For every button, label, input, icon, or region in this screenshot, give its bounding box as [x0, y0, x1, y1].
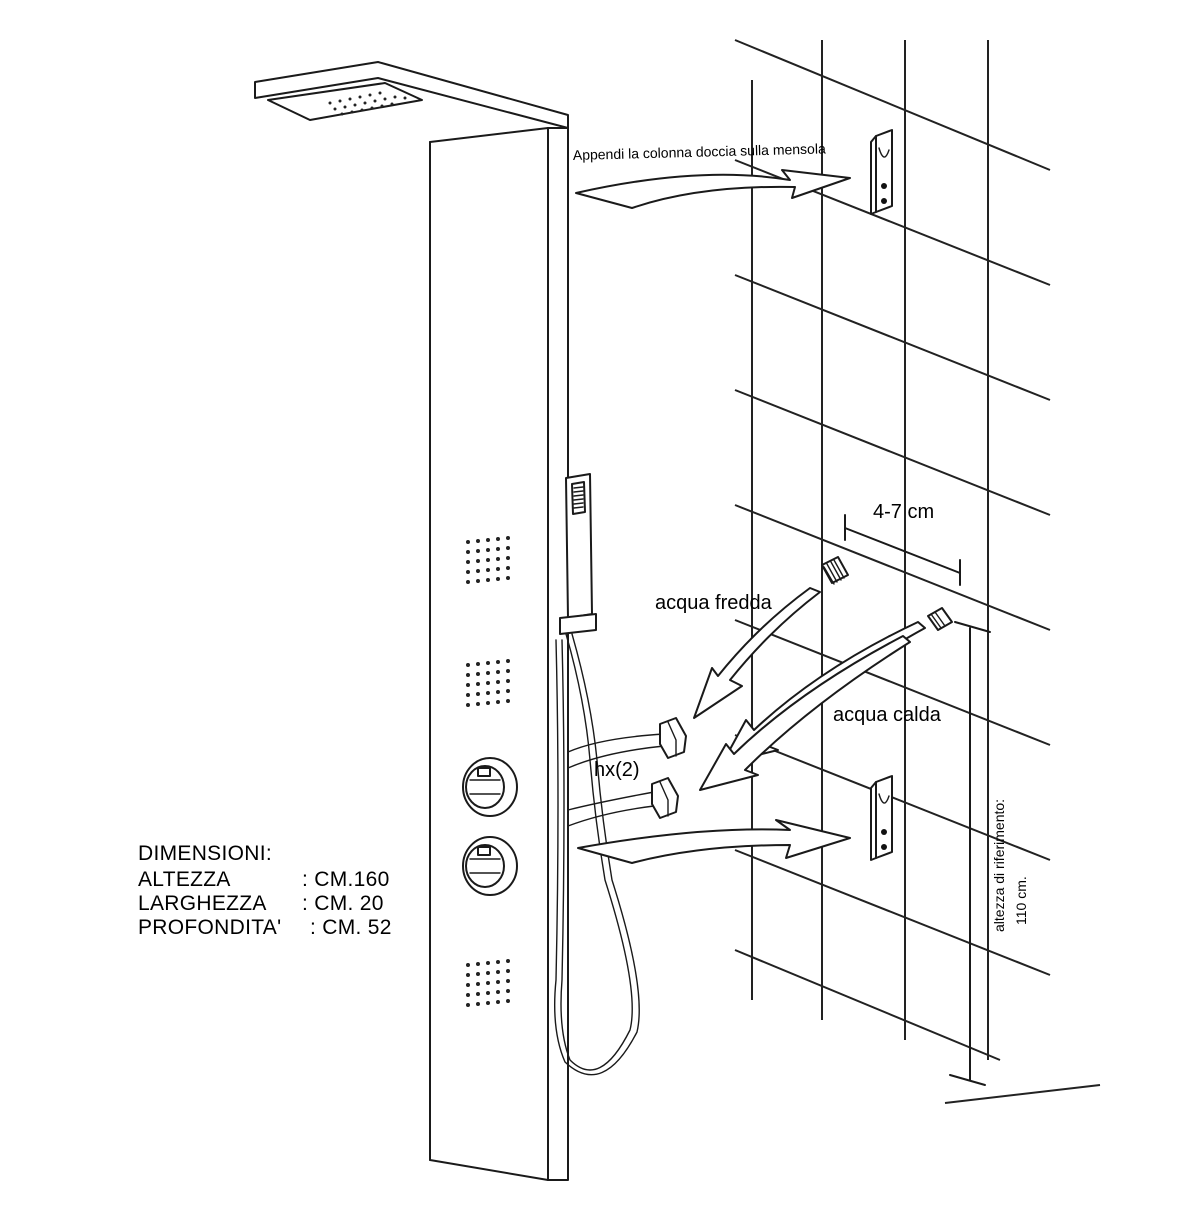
- shower-column: [254, 61, 687, 1181]
- thermostatic-knob: [462, 757, 518, 817]
- cold-water-outlet: [821, 556, 849, 585]
- reference-height-label-line2: 110 cm.: [1013, 876, 1029, 925]
- hand-shower-holder: [559, 613, 597, 635]
- hot-water-label: acqua calda: [833, 704, 942, 726]
- reference-height-label-line1: altezza di riferimento:: [991, 799, 1007, 932]
- body-jet-middle: [466, 659, 510, 707]
- upper-hose-nut: [659, 717, 687, 759]
- dimensions-title: DIMENSIONI:: [138, 842, 272, 865]
- body-jet-upper: [466, 536, 510, 584]
- hoses-label: hx(2): [594, 759, 640, 781]
- dimensions-table: DIMENSIONI: ALTEZZA : CM.160 LARGHEZZA :…: [138, 842, 392, 939]
- cold-water-label: acqua fredda: [655, 592, 773, 614]
- rain-head-nozzles: [328, 91, 407, 116]
- hot-water-outlet: [927, 607, 953, 631]
- hang-bracket-arrow-lower: [577, 819, 851, 864]
- wall-tile-grid: [734, 39, 1101, 1104]
- dimension-row-label: PROFONDITA': [138, 916, 281, 939]
- body-jet-lower: [466, 959, 510, 1007]
- spacing-dimension-line: [844, 514, 961, 586]
- dimension-row-label: LARGHEZZA: [138, 892, 267, 915]
- lower-wall-bracket: [870, 775, 893, 861]
- dimension-row-value: : CM. 52: [310, 916, 392, 939]
- dimension-row-value: : CM. 20: [302, 892, 384, 915]
- inlet-hoses: [567, 717, 687, 827]
- hang-bracket-arrow-upper: [575, 169, 851, 209]
- dimension-row-label: ALTEZZA: [138, 868, 231, 891]
- reference-height-line: [949, 621, 991, 1086]
- spacing-label: 4-7 cm: [873, 501, 934, 523]
- upper-wall-bracket: [870, 129, 893, 215]
- diverter-knob: [462, 836, 518, 896]
- lower-hose-nut: [651, 777, 679, 819]
- cold-water-arrow: [693, 587, 821, 719]
- rain-shower-head: [267, 82, 423, 121]
- bracket-instruction-label: Appendi la colonna doccia sulla mensola: [573, 140, 826, 163]
- dimension-row-value: : CM.160: [302, 868, 390, 891]
- cold-to-hot-arrow: [699, 635, 911, 791]
